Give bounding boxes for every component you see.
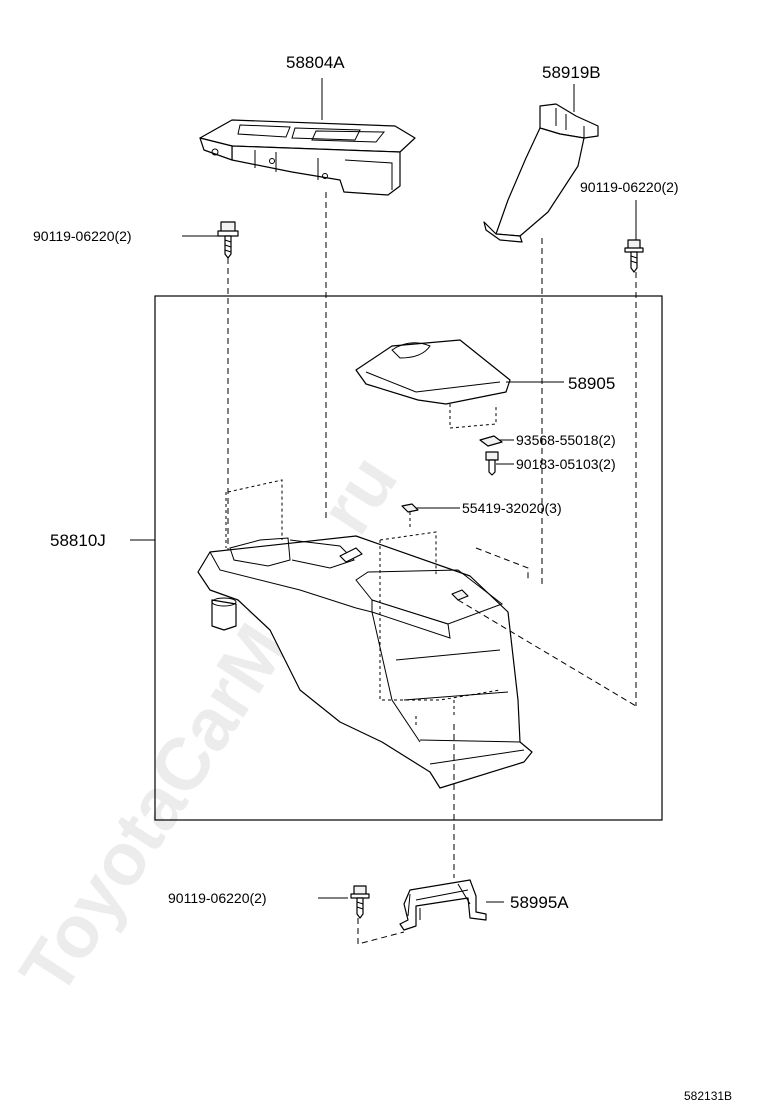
part-bracket-lower[interactable] [399, 879, 487, 931]
callout-58905[interactable]: 58905 [568, 374, 615, 393]
callout-58919B[interactable]: 58919B [542, 63, 601, 82]
part-armrest-lid[interactable] [355, 339, 511, 405]
assembly-lines [225, 192, 637, 945]
part-cup-holder-insert[interactable] [199, 119, 416, 196]
callout-93568[interactable]: 93568-55018(2) [516, 432, 616, 448]
part-bracket-upper[interactable] [483, 103, 599, 243]
callout-55419[interactable]: 55419-32020(3) [462, 500, 562, 516]
screw-icon-lower[interactable] [350, 885, 370, 919]
drawing-number: 582131B [684, 1089, 732, 1103]
screw-icon-upper-right[interactable] [624, 239, 644, 273]
callout-labels: 58804A 58919B 90119-06220(2) 90119-06220… [33, 53, 732, 1103]
callout-90119-lower[interactable]: 90119-06220(2) [168, 890, 267, 906]
callout-90183[interactable]: 90183-05103(2) [516, 456, 616, 472]
callout-90119-upper-left[interactable]: 90119-06220(2) [33, 228, 132, 244]
assembly-frame [154, 295, 663, 821]
part-console-box[interactable] [197, 535, 533, 789]
clip-icon-nut[interactable] [479, 435, 503, 447]
callout-58995A[interactable]: 58995A [510, 893, 569, 912]
callout-58810J[interactable]: 58810J [50, 531, 106, 550]
callout-90119-upper-right[interactable]: 90119-06220(2) [580, 179, 679, 195]
screw-icon-upper-left[interactable] [217, 221, 239, 259]
callout-58804A[interactable]: 58804A [286, 53, 345, 72]
pad-icon[interactable] [401, 503, 419, 513]
leader-lines [130, 78, 637, 903]
screw-icon-lid[interactable] [485, 451, 499, 476]
